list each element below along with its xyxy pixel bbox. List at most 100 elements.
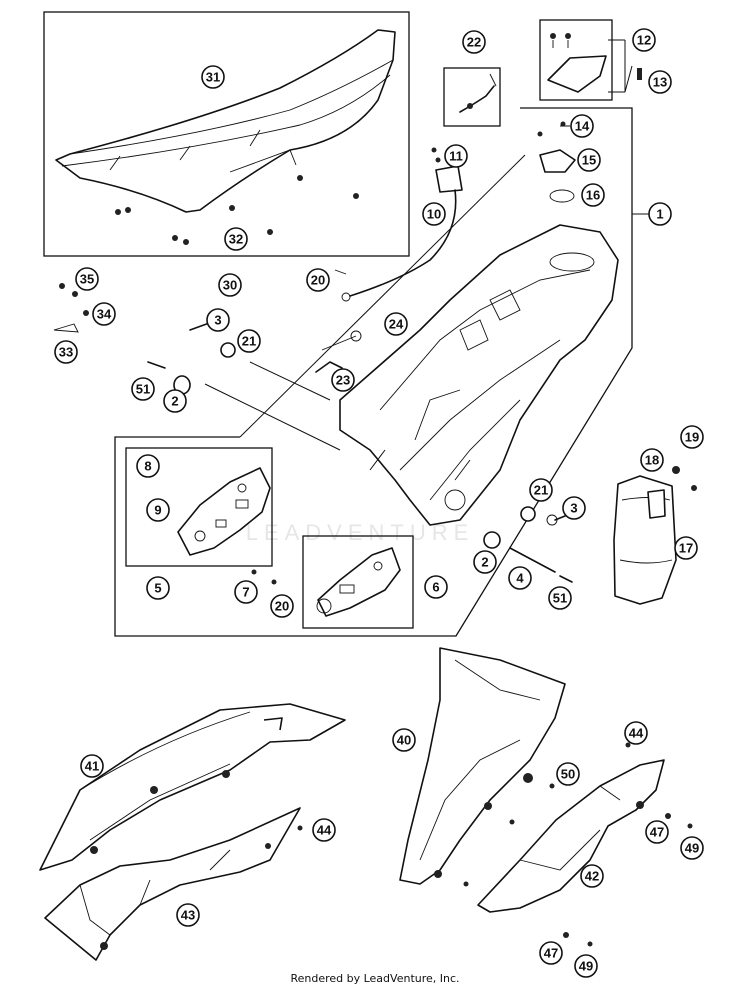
callout-23: 23 xyxy=(331,368,355,392)
callout-2: 2 xyxy=(163,389,187,413)
callout-32: 32 xyxy=(224,227,248,251)
svg-text:12: 12 xyxy=(637,33,651,48)
callout-14: 14 xyxy=(570,114,594,138)
svg-text:35: 35 xyxy=(80,272,94,287)
svg-text:9: 9 xyxy=(154,503,161,518)
part-22-drawing xyxy=(459,73,497,113)
svg-text:18: 18 xyxy=(645,453,659,468)
svg-text:11: 11 xyxy=(449,149,463,164)
svg-text:51: 51 xyxy=(553,591,567,606)
callout-20: 20 xyxy=(306,268,330,292)
svg-text:43: 43 xyxy=(181,908,195,923)
svg-text:3: 3 xyxy=(570,501,577,516)
bracket-5-drawing xyxy=(177,467,271,556)
svg-text:10: 10 xyxy=(427,207,441,222)
svg-text:33: 33 xyxy=(59,345,73,360)
svg-text:50: 50 xyxy=(561,767,575,782)
callout-7: 7 xyxy=(234,580,258,604)
callout-21: 21 xyxy=(237,329,261,353)
seat-drawing xyxy=(55,29,396,245)
svg-text:51: 51 xyxy=(136,382,150,397)
callout-5: 5 xyxy=(146,576,170,600)
svg-text:40: 40 xyxy=(397,733,411,748)
part-13-drawing xyxy=(637,68,642,80)
callout-40: 40 xyxy=(392,728,416,752)
svg-text:34: 34 xyxy=(97,307,112,322)
footer-credit: Rendered by LeadVenture, Inc. xyxy=(290,972,460,985)
svg-text:13: 13 xyxy=(653,75,667,90)
fuel-tank-drawing xyxy=(339,224,619,526)
svg-text:21: 21 xyxy=(534,483,548,498)
svg-text:21: 21 xyxy=(242,334,256,349)
part-22-frame xyxy=(443,67,501,127)
callout-30: 30 xyxy=(218,273,242,297)
callout-10: 10 xyxy=(422,202,446,226)
leader-lines xyxy=(204,39,650,471)
svg-text:17: 17 xyxy=(679,541,693,556)
svg-text:31: 31 xyxy=(206,70,220,85)
svg-text:47: 47 xyxy=(544,946,558,961)
svg-text:3: 3 xyxy=(214,313,221,328)
svg-text:20: 20 xyxy=(311,273,325,288)
svg-text:23: 23 xyxy=(336,373,350,388)
bracket-5-frame xyxy=(125,447,273,567)
svg-text:1: 1 xyxy=(656,207,663,222)
part-12-drawing xyxy=(547,33,607,93)
svg-text:49: 49 xyxy=(685,841,699,856)
svg-text:15: 15 xyxy=(582,153,596,168)
callout-18: 18 xyxy=(640,448,664,472)
svg-text:44: 44 xyxy=(629,726,644,741)
callout-8: 8 xyxy=(136,454,160,478)
callout-44: 44 xyxy=(624,721,648,745)
callout-24: 24 xyxy=(384,312,408,336)
callout-16: 16 xyxy=(581,183,605,207)
side-panel-43-drawing xyxy=(44,807,303,961)
side-panel-42-drawing xyxy=(477,742,693,947)
callout-19: 19 xyxy=(680,425,704,449)
seat-group-frame xyxy=(43,11,410,257)
svg-text:47: 47 xyxy=(650,825,664,840)
svg-text:24: 24 xyxy=(389,317,404,332)
svg-text:16: 16 xyxy=(586,188,600,203)
svg-text:42: 42 xyxy=(585,869,599,884)
svg-text:2: 2 xyxy=(171,394,178,409)
callout-34: 34 xyxy=(92,302,116,326)
part-12-frame xyxy=(539,19,613,101)
callout-42: 42 xyxy=(580,864,604,888)
callout-49: 49 xyxy=(574,954,598,978)
callout-47: 47 xyxy=(539,941,563,965)
svg-text:14: 14 xyxy=(575,119,590,134)
callout-2: 2 xyxy=(473,550,497,574)
callout-33: 33 xyxy=(54,340,78,364)
bracket-6-drawing xyxy=(316,547,401,617)
svg-text:2: 2 xyxy=(481,555,488,570)
callout-51: 51 xyxy=(131,377,155,401)
svg-text:41: 41 xyxy=(85,759,99,774)
callout-31: 31 xyxy=(201,65,225,89)
callout-11: 11 xyxy=(444,144,468,168)
callout-1: 1 xyxy=(648,202,672,226)
callout-13: 13 xyxy=(648,70,672,94)
callout-3: 3 xyxy=(562,496,586,520)
callout-9: 9 xyxy=(146,498,170,522)
svg-text:5: 5 xyxy=(154,581,161,596)
svg-text:4: 4 xyxy=(516,571,524,586)
svg-text:6: 6 xyxy=(432,580,439,595)
svg-text:20: 20 xyxy=(275,599,289,614)
callout-41: 41 xyxy=(80,754,104,778)
fuel-pump-parts xyxy=(537,121,576,203)
callout-17: 17 xyxy=(674,536,698,560)
callout-15: 15 xyxy=(577,148,601,172)
callout-44: 44 xyxy=(312,818,336,842)
svg-text:44: 44 xyxy=(317,823,332,838)
callout-43: 43 xyxy=(176,903,200,927)
callout-4: 4 xyxy=(508,566,532,590)
callout-21: 21 xyxy=(529,478,553,502)
callout-6: 6 xyxy=(424,575,448,599)
svg-text:30: 30 xyxy=(223,278,237,293)
callout-35: 35 xyxy=(75,267,99,291)
bracket-6-frame xyxy=(302,535,414,629)
svg-text:7: 7 xyxy=(242,585,249,600)
svg-text:8: 8 xyxy=(144,459,151,474)
